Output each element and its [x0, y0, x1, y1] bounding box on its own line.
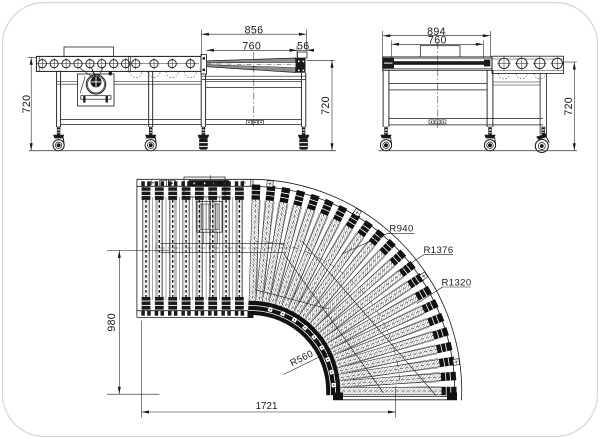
svg-text:894: 894: [427, 26, 446, 38]
svg-text:760: 760: [242, 40, 261, 52]
svg-text:720: 720: [320, 96, 332, 115]
svg-text:R1376: R1376: [423, 245, 453, 256]
svg-text:720: 720: [21, 95, 33, 114]
svg-text:760: 760: [428, 34, 447, 46]
svg-text:R940: R940: [389, 224, 413, 235]
svg-text:856: 856: [245, 24, 264, 36]
svg-text:980: 980: [106, 313, 118, 332]
svg-text:R1320: R1320: [441, 277, 471, 288]
svg-text:1721: 1721: [256, 401, 278, 412]
svg-text:56: 56: [297, 40, 309, 52]
svg-text:720: 720: [563, 97, 575, 116]
